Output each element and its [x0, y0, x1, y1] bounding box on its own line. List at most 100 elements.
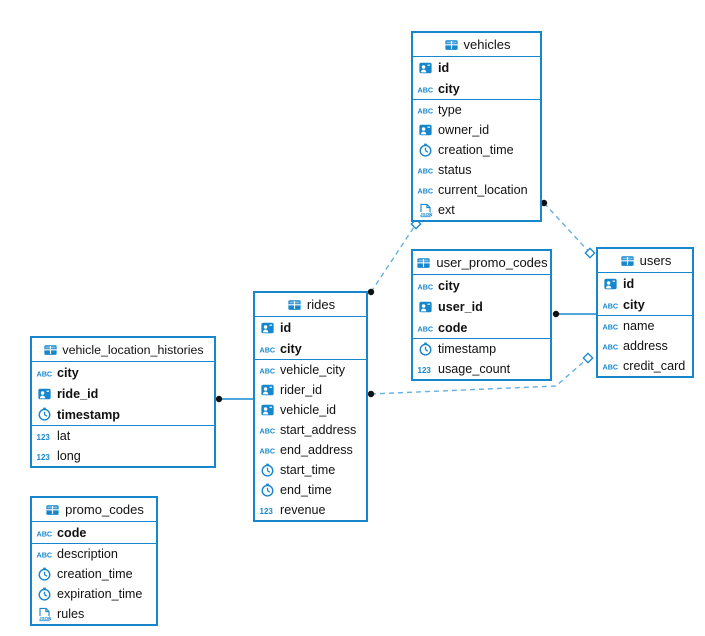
- text-icon: ABC: [602, 359, 619, 374]
- text-icon: ABC: [417, 278, 434, 293]
- column-name: end_address: [280, 443, 353, 457]
- table-header[interactable]: vehicles: [413, 33, 540, 57]
- column-row[interactable]: creation_time: [32, 564, 156, 584]
- column-row[interactable]: JSON rules: [32, 604, 156, 624]
- table-header[interactable]: rides: [255, 293, 366, 317]
- column-name: type: [438, 103, 462, 117]
- column-row[interactable]: expiration_time: [32, 584, 156, 604]
- table-header[interactable]: vehicle_location_histories: [32, 338, 214, 362]
- column-row[interactable]: user_id: [413, 296, 550, 317]
- text-icon: ABC: [36, 525, 53, 540]
- column-row[interactable]: timestamp: [413, 339, 550, 359]
- table-header[interactable]: users: [598, 249, 692, 273]
- svg-text:ABC: ABC: [37, 369, 53, 378]
- table-vehicle-location-histories[interactable]: vehicle_location_histories ABC city ride…: [30, 336, 216, 468]
- column-name: rules: [57, 607, 85, 621]
- column-row[interactable]: ride_id: [32, 383, 214, 404]
- table-vehicles[interactable]: vehicles id ABC city ABC type owner_id c…: [411, 31, 542, 222]
- column-row[interactable]: start_time: [255, 460, 366, 480]
- svg-text:123: 123: [418, 366, 432, 375]
- column-row[interactable]: ABC code: [32, 522, 156, 543]
- column-row[interactable]: owner_id: [413, 120, 540, 140]
- column-row[interactable]: ABC vehicle_city: [255, 360, 366, 380]
- id-badge-icon: [36, 386, 53, 401]
- column-name: city: [280, 341, 302, 356]
- column-row[interactable]: 123 revenue: [255, 500, 366, 520]
- key-columns-section: id ABC city: [598, 273, 692, 316]
- table-promo-codes[interactable]: promo_codes ABC code ABC description cre…: [30, 496, 158, 626]
- columns-section: 123 lat 123 long: [32, 426, 214, 466]
- column-row[interactable]: id: [598, 273, 692, 294]
- table-user-promo-codes[interactable]: user_promo_codes ABC city user_id ABC co…: [411, 249, 552, 381]
- column-row[interactable]: ABC name: [598, 316, 692, 336]
- relation-line-rides-to-vehicles[interactable]: [370, 223, 417, 293]
- relation-line-vehicles-to-users[interactable]: [543, 202, 591, 254]
- column-name: credit_card: [623, 359, 686, 373]
- table-title: promo_codes: [65, 502, 144, 517]
- column-name: id: [623, 276, 635, 291]
- column-row[interactable]: ABC end_address: [255, 440, 366, 460]
- columns-section: timestamp 123 usage_count: [413, 339, 550, 379]
- id-badge-icon: [417, 299, 434, 314]
- text-icon: ABC: [602, 339, 619, 354]
- column-name: current_location: [438, 183, 528, 197]
- column-row[interactable]: ABC start_address: [255, 420, 366, 440]
- relation-dot-marker: [367, 390, 375, 398]
- column-name: expiration_time: [57, 587, 143, 601]
- column-name: code: [438, 320, 468, 335]
- svg-text:ABC: ABC: [260, 447, 276, 456]
- svg-text:ABC: ABC: [260, 367, 276, 376]
- column-name: vehicle_id: [280, 403, 337, 417]
- column-name: ride_id: [57, 386, 99, 401]
- column-row[interactable]: ABC credit_card: [598, 356, 692, 376]
- table-title: users: [639, 253, 672, 268]
- relation-dot-marker: [215, 395, 223, 403]
- column-row[interactable]: ABC description: [32, 544, 156, 564]
- column-row[interactable]: ABC code: [413, 317, 550, 338]
- id-badge-icon: [259, 403, 276, 418]
- column-row[interactable]: ABC city: [32, 362, 214, 383]
- table-rides[interactable]: rides id ABC city ABC vehicle_city rider…: [253, 291, 368, 522]
- columns-section: ABC type owner_id creation_time ABC stat…: [413, 100, 540, 220]
- column-row[interactable]: 123 lat: [32, 426, 214, 446]
- table-users[interactable]: users id ABC city ABC name ABC address A…: [596, 247, 694, 378]
- column-row[interactable]: rider_id: [255, 380, 366, 400]
- column-row[interactable]: vehicle_id: [255, 400, 366, 420]
- column-row[interactable]: ABC city: [413, 275, 550, 296]
- column-row[interactable]: ABC address: [598, 336, 692, 356]
- column-name: start_address: [280, 423, 357, 437]
- column-row[interactable]: id: [413, 57, 540, 78]
- column-name: end_time: [280, 483, 332, 497]
- relation-dot-marker: [552, 310, 560, 318]
- column-row[interactable]: ABC city: [598, 294, 692, 315]
- column-row[interactable]: ABC type: [413, 100, 540, 120]
- key-columns-section: ABC city ride_id timestamp: [32, 362, 214, 426]
- text-icon: ABC: [602, 319, 619, 334]
- column-row[interactable]: 123 long: [32, 446, 214, 466]
- table-header[interactable]: user_promo_codes: [413, 251, 550, 275]
- clock-icon: [259, 483, 276, 498]
- column-row[interactable]: ABC city: [413, 78, 540, 99]
- json-icon: JSON: [36, 607, 53, 622]
- svg-text:ABC: ABC: [418, 107, 434, 116]
- column-row[interactable]: 123 usage_count: [413, 359, 550, 379]
- clock-icon: [36, 587, 53, 602]
- table-title: rides: [306, 297, 336, 312]
- svg-text:ABC: ABC: [260, 427, 276, 436]
- column-row[interactable]: ABC current_location: [413, 180, 540, 200]
- column-row[interactable]: JSON ext: [413, 200, 540, 220]
- column-row[interactable]: ABC city: [255, 338, 366, 359]
- table-icon: [443, 37, 460, 52]
- svg-text:123: 123: [37, 433, 51, 442]
- column-row[interactable]: id: [255, 317, 366, 338]
- column-row[interactable]: ABC status: [413, 160, 540, 180]
- id-badge-icon: [417, 123, 434, 138]
- column-name: ext: [438, 203, 455, 217]
- column-name: start_time: [280, 463, 336, 477]
- relation-diamond-marker: [582, 352, 594, 364]
- column-row[interactable]: creation_time: [413, 140, 540, 160]
- svg-text:ABC: ABC: [603, 323, 619, 332]
- column-row[interactable]: end_time: [255, 480, 366, 500]
- column-row[interactable]: timestamp: [32, 404, 214, 425]
- table-header[interactable]: promo_codes: [32, 498, 156, 522]
